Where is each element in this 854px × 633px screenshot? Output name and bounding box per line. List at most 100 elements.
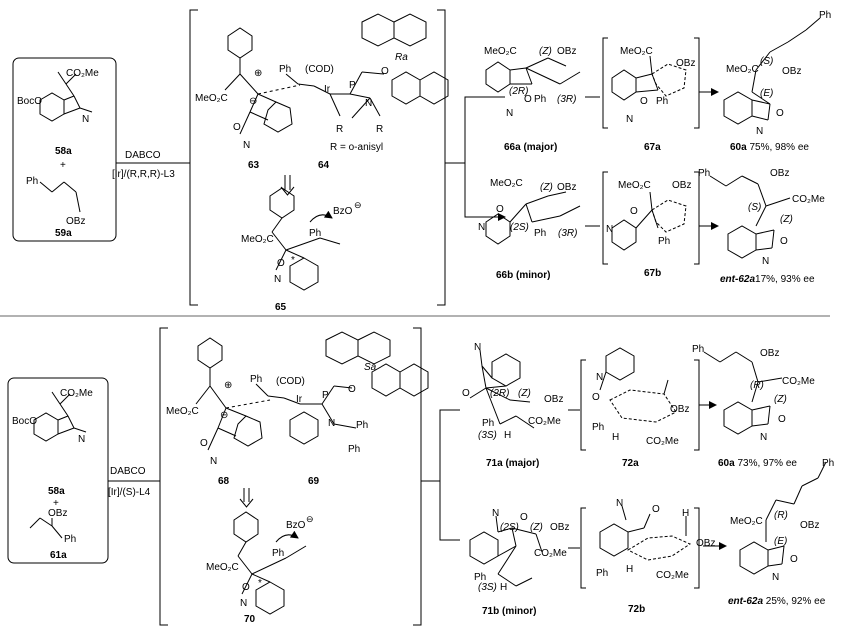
top-59a-obz: OBz xyxy=(66,216,85,227)
c67b-o: O xyxy=(630,206,638,217)
c64-p: P xyxy=(349,80,356,91)
bottom-62a-result: ent-62a 25%, 92% ee xyxy=(728,596,826,607)
bottom-62a-r: (R) xyxy=(774,510,788,521)
structure-66b xyxy=(485,191,581,245)
top-bracket-left xyxy=(189,9,198,306)
c67a-n: N xyxy=(626,114,633,125)
c64-r2: R xyxy=(376,124,383,135)
c68-charge: ⊖ xyxy=(220,410,228,421)
c67a-o: O xyxy=(640,96,648,107)
c64-ir: Ir xyxy=(324,84,331,95)
structure-58a-top xyxy=(39,71,93,122)
bottom-61a-label: 61a xyxy=(50,550,67,561)
c72a-bracket-left xyxy=(580,359,586,451)
bottom-60a-result: 60a 73%, 97% ee xyxy=(718,458,797,469)
c69-n: N xyxy=(328,418,335,429)
top-down-arrow-head xyxy=(280,186,295,196)
c69-ph: Ph xyxy=(250,374,262,385)
c67a-bracket-right xyxy=(694,37,700,129)
c65-label: 65 xyxy=(275,302,287,313)
bottom-58a-n: N xyxy=(78,434,85,445)
c64-label: 64 xyxy=(318,160,330,171)
top-58a-label: 58a xyxy=(55,146,72,157)
bottom-62a-obz: OBz xyxy=(800,520,819,531)
c67a-label: 67a xyxy=(644,142,661,153)
c66b-s2: (2S) xyxy=(510,222,529,233)
bottom-reagent-2: [Ir]/(S)-L4 xyxy=(108,487,151,498)
c67b-meo2c: MeO₂C xyxy=(618,180,651,191)
c63-label: 63 xyxy=(248,160,260,171)
c63-meo2c: MeO₂C xyxy=(195,93,228,104)
top-reagent-2: [Ir]/(R,R,R)-L3 xyxy=(112,169,175,180)
c66b-obz: OBz xyxy=(557,182,576,193)
c72b-obz: OBz xyxy=(696,538,715,549)
top-58a-boco: BocO xyxy=(17,96,42,107)
top-branch-upper xyxy=(445,96,505,164)
top-62a-s: (S) xyxy=(748,202,761,213)
c63-charge: ⊖ xyxy=(249,96,257,107)
c72b-h: H xyxy=(626,564,633,575)
c71a-ph: Ph xyxy=(482,418,494,429)
top-60a-obz: OBz xyxy=(782,66,801,77)
c66b-meo2c: MeO₂C xyxy=(490,178,523,189)
c72b-co2me: CO₂Me xyxy=(656,570,689,581)
c72a-ph: Ph xyxy=(592,422,604,433)
bottom-60a-n: N xyxy=(760,432,767,443)
c66b-z: (Z) xyxy=(540,182,553,193)
top-59a-ph: Ph xyxy=(26,176,38,187)
top-plus: + xyxy=(60,160,66,171)
bottom-plus: + xyxy=(53,498,59,509)
bottom-61a-obz: OBz xyxy=(48,508,67,519)
c65-o: O xyxy=(277,258,285,269)
c69-ph2: Ph xyxy=(356,420,368,431)
c65-meo2c: MeO₂C xyxy=(241,234,274,245)
c72a-o: O xyxy=(592,392,600,403)
bottom-62a-ph: Ph xyxy=(822,458,834,469)
structure-71b xyxy=(469,515,543,587)
c71b-s3: (3S) xyxy=(478,582,497,593)
c65-star: * xyxy=(291,255,295,266)
bottom-branch-upper xyxy=(421,409,460,482)
bottom-60a-ph: Ph xyxy=(692,344,704,355)
bottom-60a-obz: OBz xyxy=(760,348,779,359)
structure-60a-bottom xyxy=(703,351,783,435)
c66b-r3: (3R) xyxy=(558,228,577,239)
top-58a-co2me: CO₂Me xyxy=(66,68,99,79)
c65-ph: Ph xyxy=(309,228,321,239)
bottom-58a-co2me: CO₂Me xyxy=(60,388,93,399)
top-60a-meo2c: MeO₂C xyxy=(726,64,759,75)
top-62a-co2me: CO₂Me xyxy=(792,194,825,205)
bottom-60a-z: (Z) xyxy=(774,394,787,405)
bottom-reagent-1: DABCO xyxy=(110,466,146,477)
c69-o: O xyxy=(348,384,356,395)
c72a-label: 72a xyxy=(622,458,639,469)
bottom-down-arrow-head xyxy=(239,498,254,508)
c64-ra: Ra xyxy=(395,52,408,63)
structure-58a-bottom xyxy=(33,391,87,442)
c71a-label: 71a (major) xyxy=(486,458,539,469)
structure-72b xyxy=(599,505,692,561)
structure-61a xyxy=(29,517,63,539)
structure-ent62a-bottom xyxy=(739,461,827,575)
c70-bzo-charge: ⊖ xyxy=(306,514,314,524)
structure-65 xyxy=(269,187,341,291)
c64-n: N xyxy=(365,98,372,109)
c66b-ph: Ph xyxy=(534,228,546,239)
c70-n: N xyxy=(240,598,247,609)
c72a-h: H xyxy=(612,432,619,443)
c71a-h: H xyxy=(504,430,511,441)
c71b-h: H xyxy=(500,582,507,593)
c67b-obz: OBz xyxy=(672,180,691,191)
top-62a-result: ent-62a17%, 93% ee xyxy=(720,274,815,285)
c67b-bracket-right xyxy=(694,171,700,265)
c71b-obz: OBz xyxy=(550,522,569,533)
c64-cod: (COD) xyxy=(305,64,334,75)
c67b-bracket-left xyxy=(602,171,608,265)
bottom-58a-label: 58a xyxy=(48,486,65,497)
structure-67b xyxy=(611,191,687,251)
bottom-bracket-left xyxy=(159,327,168,626)
c72b-label: 72b xyxy=(628,604,645,615)
c66a-r3: (3R) xyxy=(557,94,576,105)
c72b-n: N xyxy=(616,498,623,509)
c70-label: 70 xyxy=(244,614,256,625)
